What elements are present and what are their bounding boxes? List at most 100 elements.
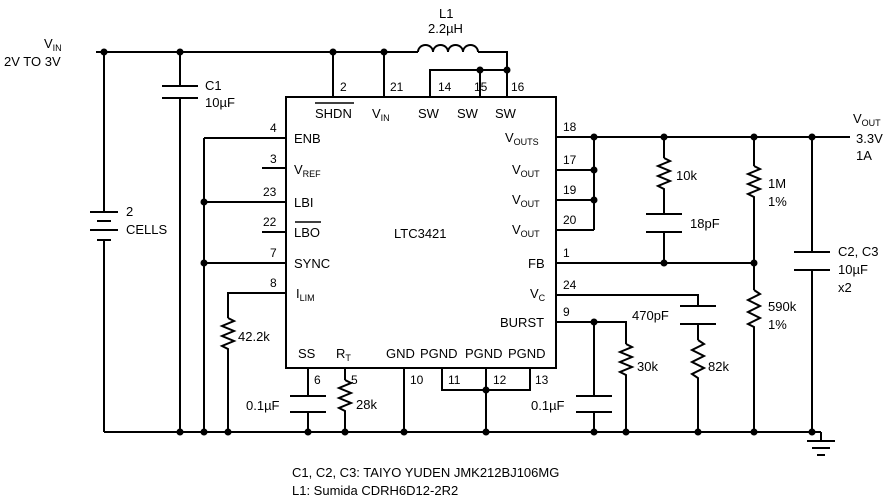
l1-ref: L1 [439, 6, 453, 21]
resistor-fb [655, 157, 673, 192]
capacitor-fb [646, 213, 682, 233]
pin-sw15-label: SW [457, 106, 479, 121]
resistor-rt [336, 379, 354, 420]
r-fb-value: 10k [676, 168, 697, 183]
pin-vout19-label: VOUT [512, 192, 540, 209]
c-ss-value: 0.1µF [246, 398, 280, 413]
pin-number-12: 12 [493, 373, 507, 387]
r-bot-tol: 1% [768, 317, 787, 332]
pin-vin-label: VIN [372, 106, 390, 123]
pin-number-7: 7 [270, 246, 277, 260]
resistor-bottom [745, 289, 763, 333]
pin-numbers: 2 21 14 15 16 4 3 23 22 7 8 18 17 19 20 … [263, 80, 577, 387]
pin-number-13: 13 [535, 373, 549, 387]
pin-number-6: 6 [314, 373, 321, 387]
pin-shdn-label: SHDN [315, 106, 352, 121]
pin-number-23: 23 [263, 185, 277, 199]
pin-number-10: 10 [410, 373, 424, 387]
vout-current: 1A [856, 148, 872, 163]
c-out-ref: C2, C3 [838, 244, 878, 259]
pin-number-15: 15 [474, 80, 488, 94]
pin-ss-label: SS [298, 346, 316, 361]
ic-pin-labels: ENB VREF LBI LBO SYNC ILIM SHDN VIN SW S… [294, 102, 546, 363]
pin-number-1: 1 [563, 246, 570, 260]
pin-vouts-label: VOUTS [505, 130, 539, 147]
capacitor-burst [576, 395, 612, 413]
r-ilim-value: 42.2k [238, 329, 270, 344]
pin-number-8: 8 [270, 276, 277, 290]
vout-voltage: 3.3V [856, 131, 883, 146]
c-burst-value: 0.1µF [531, 398, 565, 413]
c1-value: 10µF [205, 95, 235, 110]
r-top-tol: 1% [768, 194, 787, 209]
resistor-ilim [219, 317, 237, 352]
pin-number-16: 16 [511, 80, 525, 94]
c-out-count: x2 [838, 280, 852, 295]
capacitor-ss [290, 395, 326, 413]
pin-number-24: 24 [563, 278, 577, 292]
capacitor-vc [680, 305, 716, 325]
r-top-value: 1M [768, 176, 786, 191]
resistor-top [745, 165, 763, 200]
ground-icon [807, 440, 835, 456]
pin-number-17: 17 [563, 153, 577, 167]
ic-body [285, 96, 557, 369]
note-capacitors: C1, C2, C3: TAIYO YUDEN JMK212BJ106MG [292, 465, 559, 480]
pin-vc-label: VC [530, 286, 546, 303]
capacitor-c1 [162, 85, 198, 99]
pin-burst-label: BURST [500, 315, 544, 330]
pin-ilim-label: ILIM [296, 286, 315, 303]
pin-number-9: 9 [563, 305, 570, 319]
c-out-value: 10µF [838, 262, 868, 277]
pin-sync-label: SYNC [294, 256, 330, 271]
pin-number-5: 5 [351, 373, 358, 387]
pin-enb-label: ENB [294, 131, 321, 146]
r-rt-value: 28k [356, 397, 377, 412]
pin-fb-label: FB [528, 256, 545, 271]
pin-vref-label: VREF [294, 162, 321, 179]
pin-number-22: 22 [263, 215, 277, 229]
pin-vout17-label: VOUT [512, 162, 540, 179]
pin-number-14: 14 [438, 80, 452, 94]
pin-vout20-label: VOUT [512, 222, 540, 239]
vout-label: VOUT [853, 111, 881, 128]
r-bot-value: 590k [768, 299, 797, 314]
c-fb-value: 18pF [690, 216, 720, 231]
pin-number-2: 2 [340, 80, 347, 94]
resistor-burst [617, 343, 635, 390]
pin-number-11: 11 [448, 373, 461, 387]
pin-number-4: 4 [270, 121, 277, 135]
vin-label: VIN [44, 36, 62, 53]
pin-pgnd11-label: PGND [420, 346, 458, 361]
pin-number-19: 19 [563, 183, 577, 197]
pin-number-21: 21 [390, 80, 404, 94]
pin-pgnd13-label: PGND [508, 346, 546, 361]
r-burst-value: 30k [637, 359, 658, 374]
r-vc-value: 82k [708, 359, 729, 374]
pin-gnd-label: GND [386, 346, 415, 361]
resistor-vc [689, 339, 707, 390]
inductor-l1 [417, 44, 479, 53]
c-vc-value: 470pF [632, 308, 669, 323]
junction-dots [100, 48, 816, 436]
pin-number-20: 20 [563, 213, 577, 227]
ic-name: LTC3421 [394, 226, 447, 241]
battery-icon [90, 211, 118, 241]
pin-sw16-label: SW [495, 106, 517, 121]
pin-number-18: 18 [563, 120, 577, 134]
pin-sw14-label: SW [418, 106, 440, 121]
battery-count: 2 [126, 204, 133, 219]
pin-lbi-label: LBI [294, 195, 314, 210]
c1-ref: C1 [205, 78, 222, 93]
capacitor-out [794, 251, 830, 271]
pin-lbo-label: LBO [294, 225, 320, 240]
note-inductor: L1: Sumida CDRH6D12-2R2 [292, 483, 458, 498]
vin-range: 2V TO 3V [4, 54, 61, 69]
battery-label: CELLS [126, 222, 168, 237]
pin-rt-label: RT [336, 346, 351, 363]
pin-number-3: 3 [270, 152, 277, 166]
pin-pgnd12-label: PGND [465, 346, 503, 361]
l1-value: 2.2µH [428, 21, 463, 36]
